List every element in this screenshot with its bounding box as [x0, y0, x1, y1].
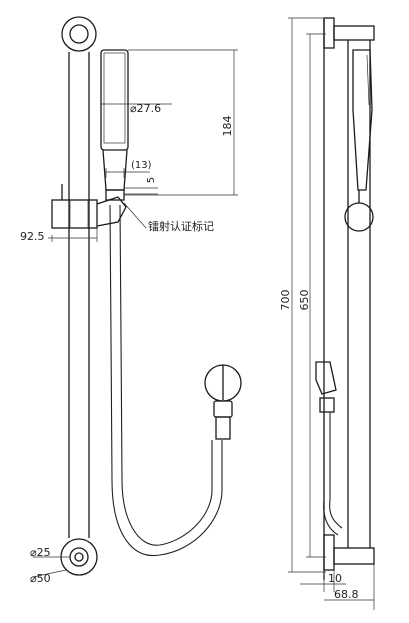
label-10: 10: [328, 572, 342, 585]
label-184: 184: [221, 116, 234, 137]
label-700: 700: [279, 290, 292, 311]
hand-shower: [100, 49, 129, 201]
shower-hose: [109, 204, 223, 557]
label-dia-25: ⌀25: [30, 546, 51, 559]
side-hand-shower: [352, 49, 373, 191]
wall-outlet: [204, 364, 242, 440]
side-slider: [344, 202, 374, 232]
label-13: (13): [131, 160, 152, 171]
top-wall-bracket: [61, 16, 97, 52]
slider-block: [51, 184, 127, 229]
side-wall-outlet: [315, 361, 343, 536]
dim-700: [288, 17, 326, 573]
label-dia-50: ⌀50: [30, 572, 51, 585]
slide-rail: [68, 52, 90, 538]
side-view: 700 650 10 68.8: [279, 17, 375, 610]
front-view: 184 ⌀27.6 (13) 5 92.5 镭射认证标记: [20, 16, 242, 585]
label-radiation-mark: 镭射认证标记: [148, 219, 214, 233]
label-650: 650: [298, 290, 311, 311]
dim-68-8: [324, 564, 375, 610]
label-68-8: 68.8: [334, 588, 359, 601]
side-bottom-bracket: [323, 534, 335, 571]
side-top-bracket: [323, 17, 335, 49]
dim-10: [300, 570, 346, 592]
label-5: 5: [146, 177, 157, 183]
dim-5: [124, 187, 158, 195]
leader-50: [32, 569, 67, 578]
dim-92-5: [48, 228, 98, 242]
dim-184: [124, 49, 238, 196]
dim-13: [105, 168, 150, 178]
label-dia-27-6: ⌀27.6: [130, 102, 161, 115]
leader-line: [123, 202, 147, 229]
dim-650: [306, 33, 326, 558]
label-92-5: 92.5: [20, 230, 45, 243]
